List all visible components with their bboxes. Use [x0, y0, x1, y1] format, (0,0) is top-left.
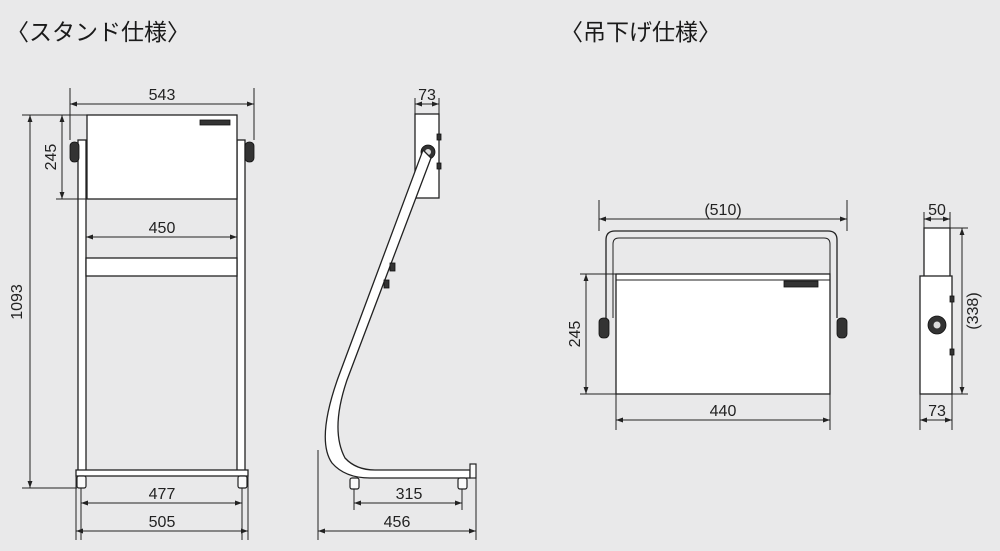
side-rear-foot: [457, 477, 468, 490]
hanging-side-knob-center: [933, 321, 941, 329]
stand-side-view: 73 315 456: [317, 87, 477, 540]
dim-label-456: 456: [384, 514, 411, 531]
dim-label-450: 450: [149, 220, 176, 237]
hanging-left-knob: [598, 317, 610, 339]
stand-front-view: 543 245 450 1093 477 505: [9, 87, 255, 540]
dim-label-440: 440: [710, 403, 737, 420]
dim-label-73: 73: [418, 87, 436, 104]
dim-label-73-hang: 73: [928, 403, 946, 420]
stand-left-leg: [77, 139, 87, 476]
hanging-side-detail: [949, 348, 955, 356]
side-base-tip: [469, 463, 477, 479]
hanging-spec-title: 〈吊下げ仕様〉: [560, 19, 721, 45]
dim-label-510: (510): [704, 202, 741, 219]
dim-label-338: (338): [965, 292, 982, 329]
stand-label-plate: [199, 119, 231, 126]
hanging-label-plate: [783, 280, 819, 288]
hanging-side-detail: [949, 295, 955, 303]
hanging-handle-inner: [612, 237, 831, 318]
stand-spec-title: 〈スタンド仕様〉: [6, 19, 190, 45]
stand-right-foot: [237, 475, 248, 489]
stand-head-unit: [86, 114, 238, 200]
dim-label-50: 50: [928, 202, 946, 219]
dim-label-315: 315: [396, 486, 423, 503]
side-curved-pole: [324, 148, 471, 479]
dim-label-245-hang: 245: [567, 321, 584, 348]
stand-cross-bar: [85, 257, 238, 277]
side-pin: [389, 262, 396, 272]
side-head-detail: [436, 133, 442, 141]
stand-bottom-bar: [75, 469, 249, 477]
hanging-handle-outer: [605, 230, 838, 318]
stand-left-knob: [69, 141, 80, 163]
dim-label-477: 477: [149, 486, 176, 503]
stand-right-leg: [236, 139, 246, 476]
hanging-right-knob: [836, 317, 848, 339]
stand-right-knob: [244, 141, 255, 163]
stand-left-foot: [76, 475, 87, 489]
hanging-side-body: [919, 275, 953, 395]
hanging-body: [615, 273, 831, 395]
side-pin: [383, 279, 390, 289]
dim-label-1093: 1093: [9, 284, 26, 320]
side-front-foot: [349, 477, 360, 490]
hanging-side-view: 50 (338) 73: [919, 202, 982, 430]
dim-label-245: 245: [43, 144, 60, 171]
hanging-front-view: (510) 245 440: [567, 200, 848, 430]
side-head-detail: [436, 162, 442, 170]
dim-label-543: 543: [149, 87, 176, 104]
dim-label-505: 505: [149, 514, 176, 531]
